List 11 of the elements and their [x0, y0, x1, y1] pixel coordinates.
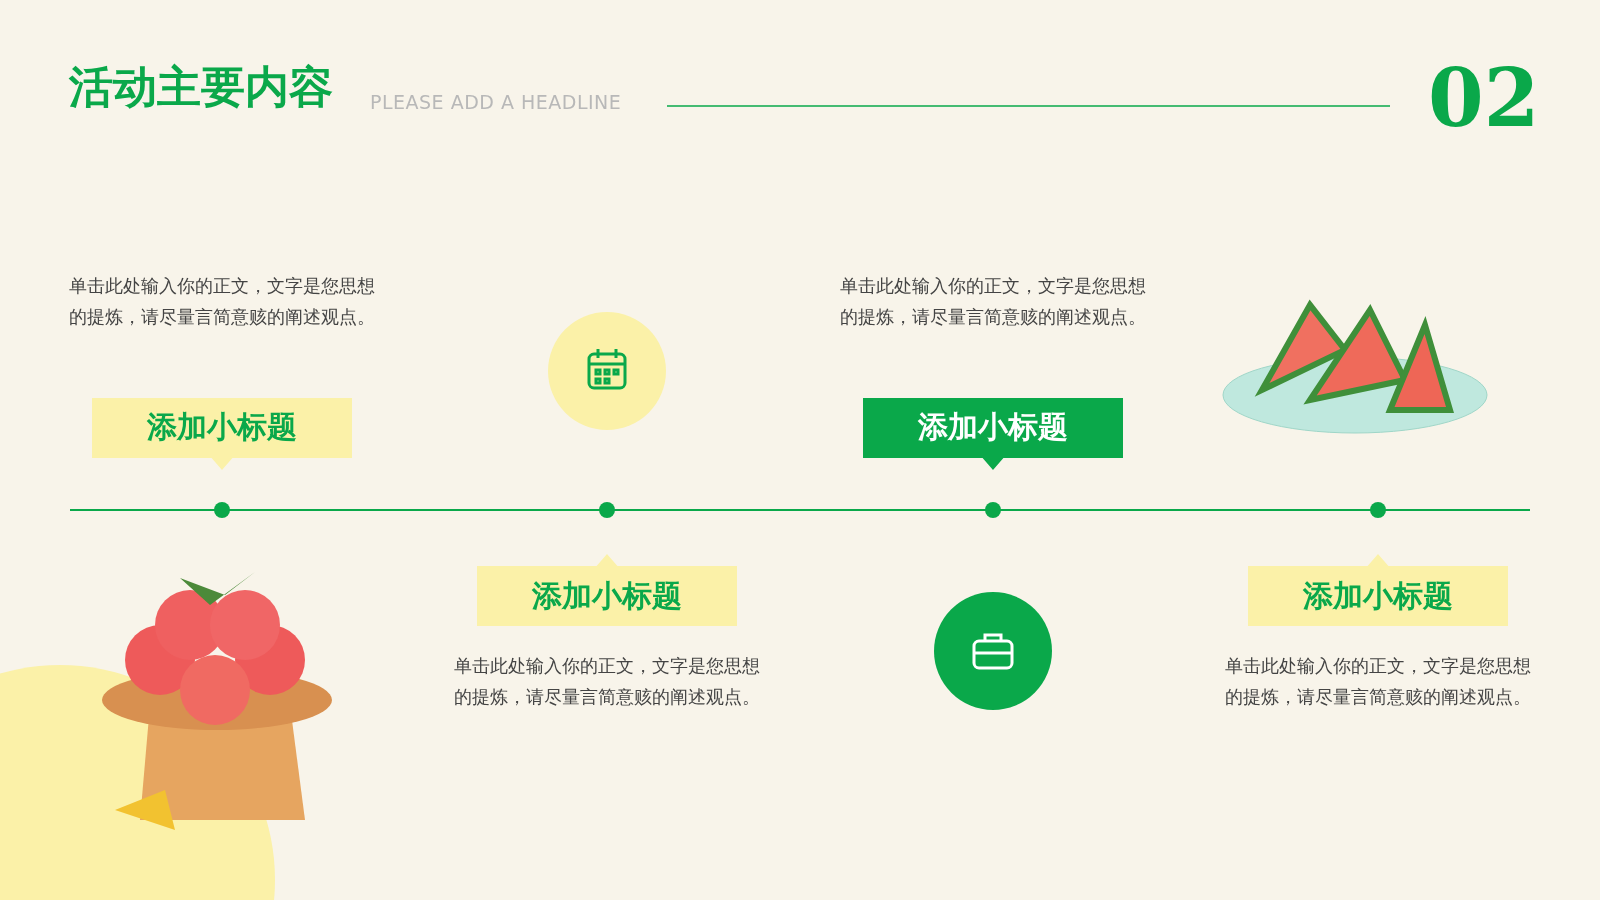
- subheading-callout: 添加小标题: [863, 398, 1123, 470]
- subtitle-text: PLEASE ADD A HEADLINE: [370, 91, 622, 113]
- body-text: 单击此处输入你的正文，文字是您思想的提炼，请尽量言简意赅的阐述观点。: [839, 274, 1147, 329]
- section-number: 02: [1428, 58, 1540, 138]
- body-text: 单击此处输入你的正文，文字是您思想的提炼，请尽量言简意赅的阐述观点。: [453, 654, 761, 709]
- subheading-callout: 添加小标题: [92, 398, 352, 470]
- slide-title: 活动主要内容: [69, 60, 333, 114]
- subheading-callout: 添加小标题: [477, 554, 737, 626]
- subheading-callout: 添加小标题: [1248, 554, 1508, 626]
- body-text: 单击此处输入你的正文，文字是您思想的提炼，请尽量言简意赅的阐述观点。: [68, 274, 376, 329]
- body-text: 单击此处输入你的正文，文字是您思想的提炼，请尽量言简意赅的阐述观点。: [1224, 654, 1532, 709]
